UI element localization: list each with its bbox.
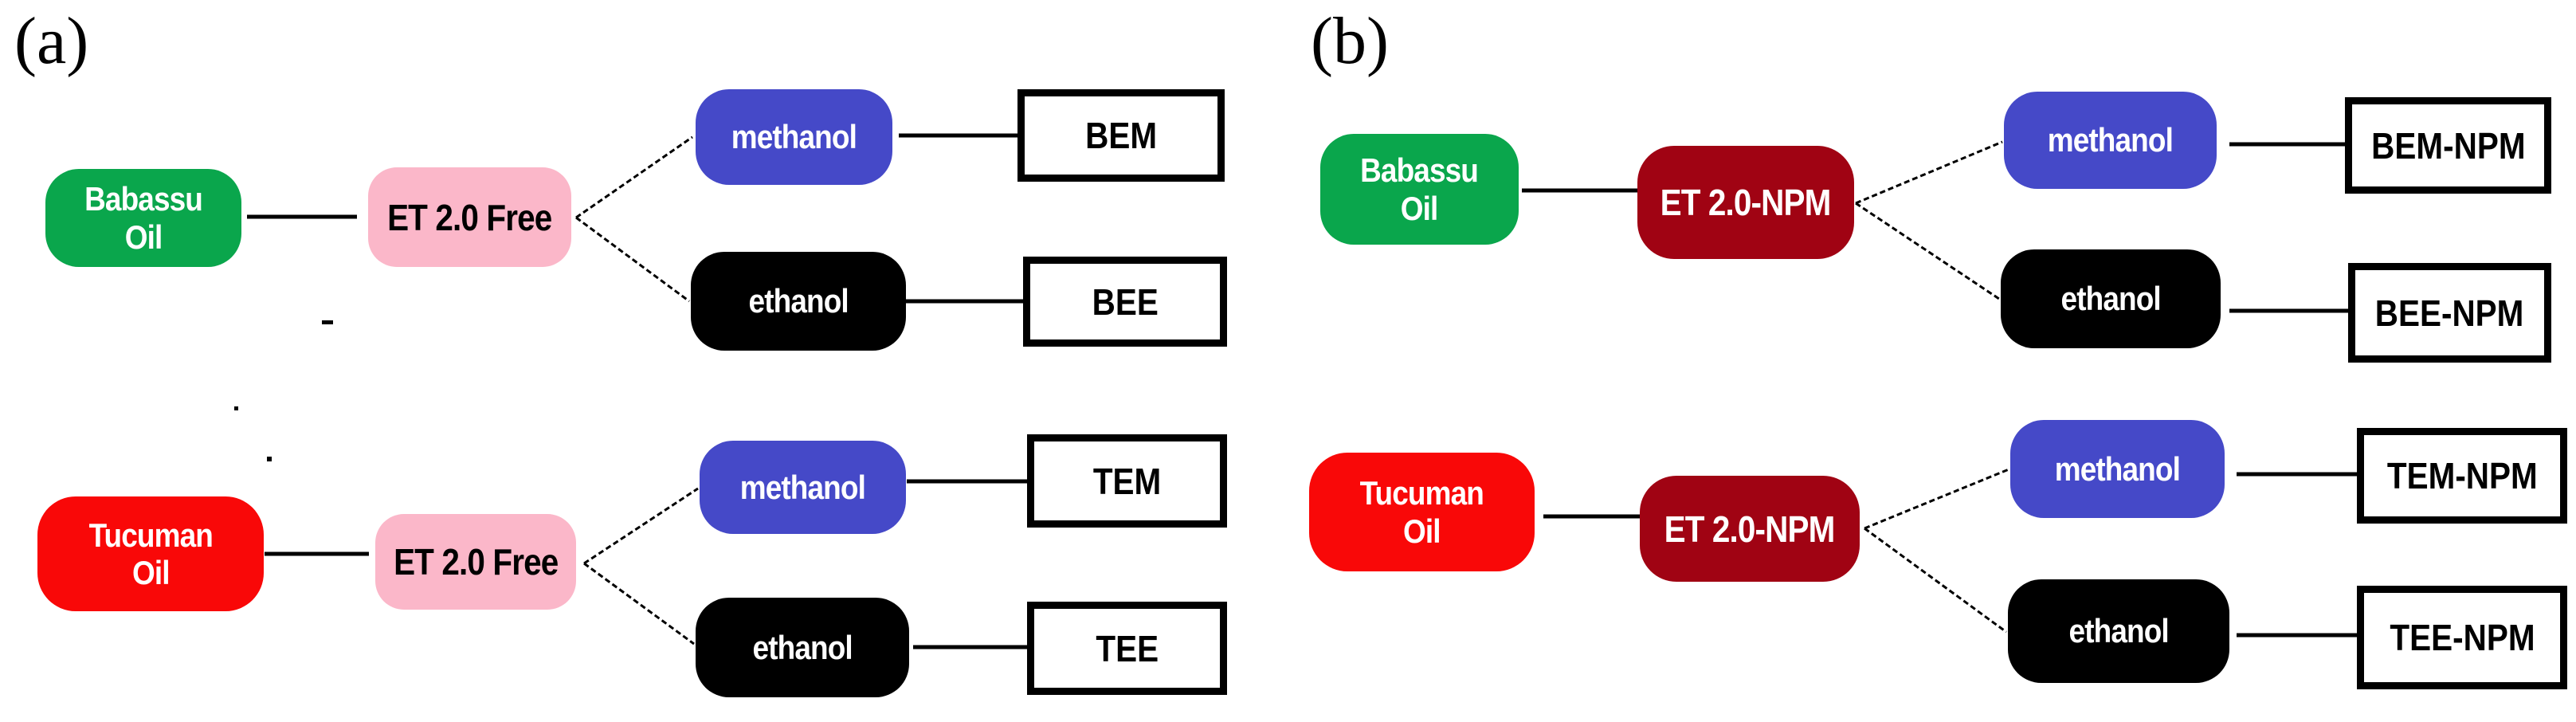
node-label: ET 2.0-NPM	[1664, 508, 1836, 550]
node-label: methanol	[739, 468, 866, 506]
node-label: BEM-NPM	[2370, 124, 2526, 167]
node-label: BEE	[1092, 281, 1159, 323]
node-label: TEM	[1092, 460, 1162, 502]
node-catalyst-et20npm-b1: ET 2.0-NPM	[1637, 146, 1854, 259]
fork-line	[1864, 527, 2007, 634]
node-oil-tucuman-b: Tucuman Oil	[1309, 453, 1535, 571]
node-label: TEM-NPM	[2386, 455, 2538, 496]
node-label: methanol	[2047, 121, 2174, 159]
node-product-bee-npm: BEE-NPM	[2348, 263, 2551, 363]
node-label: ET 2.0 Free	[393, 541, 559, 583]
fork-line	[1855, 140, 2003, 205]
node-label: BEM	[1085, 115, 1157, 156]
node-label: BEE-NPM	[2375, 292, 2524, 334]
node-label: TEE	[1096, 627, 1159, 669]
stray-mark	[234, 406, 238, 410]
fork-line	[1864, 468, 2009, 530]
node-oil-babassu-a: Babassu Oil	[45, 169, 241, 267]
node-catalyst-et20npm-b2: ET 2.0-NPM	[1640, 476, 1860, 582]
node-product-tee: TEE	[1027, 602, 1227, 695]
node-product-tee-npm: TEE-NPM	[2357, 586, 2567, 689]
node-label: Babassu Oil	[1360, 151, 1480, 227]
fork-line	[583, 487, 699, 565]
node-label: ET 2.0-NPM	[1660, 182, 1832, 223]
node-label: ethanol	[752, 628, 853, 666]
node-label: methanol	[2054, 449, 2181, 488]
node-label: Tucuman Oil	[1359, 474, 1484, 550]
node-oil-tucuman-a: Tucuman Oil	[37, 496, 264, 611]
node-product-tem: TEM	[1027, 434, 1227, 528]
node-alcohol-ethanol-b2: ethanol	[2008, 579, 2229, 683]
node-alcohol-methanol-a1: methanol	[696, 89, 892, 185]
stray-mark	[267, 457, 272, 461]
fork-line	[1855, 202, 2000, 300]
node-oil-babassu-b: Babassu Oil	[1320, 134, 1519, 245]
stray-mark	[322, 320, 333, 324]
fork-line	[575, 135, 693, 219]
node-product-bem-npm: BEM-NPM	[2345, 97, 2551, 194]
node-label: ethanol	[2060, 280, 2161, 317]
node-label: Babassu Oil	[84, 180, 203, 256]
node-label: TEE-NPM	[2389, 617, 2535, 658]
panel-a-label: (a)	[14, 8, 88, 75]
node-alcohol-ethanol-a1: ethanol	[691, 252, 906, 351]
node-label: ET 2.0 Free	[387, 196, 552, 238]
node-label: methanol	[731, 118, 857, 155]
node-catalyst-et20free-a1: ET 2.0 Free	[368, 167, 571, 267]
node-alcohol-ethanol-b1: ethanol	[2001, 249, 2221, 348]
node-label: ethanol	[2068, 612, 2169, 649]
node-alcohol-methanol-b2: methanol	[2010, 420, 2225, 518]
panel-b-label-text: (b)	[1311, 4, 1389, 78]
node-label: Tucuman Oil	[88, 516, 213, 591]
fork-line	[583, 562, 695, 645]
node-product-bem: BEM	[1017, 89, 1225, 182]
node-product-bee: BEE	[1023, 257, 1227, 347]
node-alcohol-methanol-b1: methanol	[2004, 92, 2217, 189]
node-catalyst-et20free-a2: ET 2.0 Free	[375, 514, 576, 610]
node-alcohol-ethanol-a2: ethanol	[696, 598, 909, 697]
panel-b-label: (b)	[1311, 8, 1389, 75]
panel-a-label-text: (a)	[14, 4, 89, 78]
node-product-tem-npm: TEM-NPM	[2357, 428, 2567, 524]
node-label: ethanol	[748, 282, 849, 320]
fork-line	[575, 216, 690, 303]
node-alcohol-methanol-a2: methanol	[700, 441, 906, 534]
